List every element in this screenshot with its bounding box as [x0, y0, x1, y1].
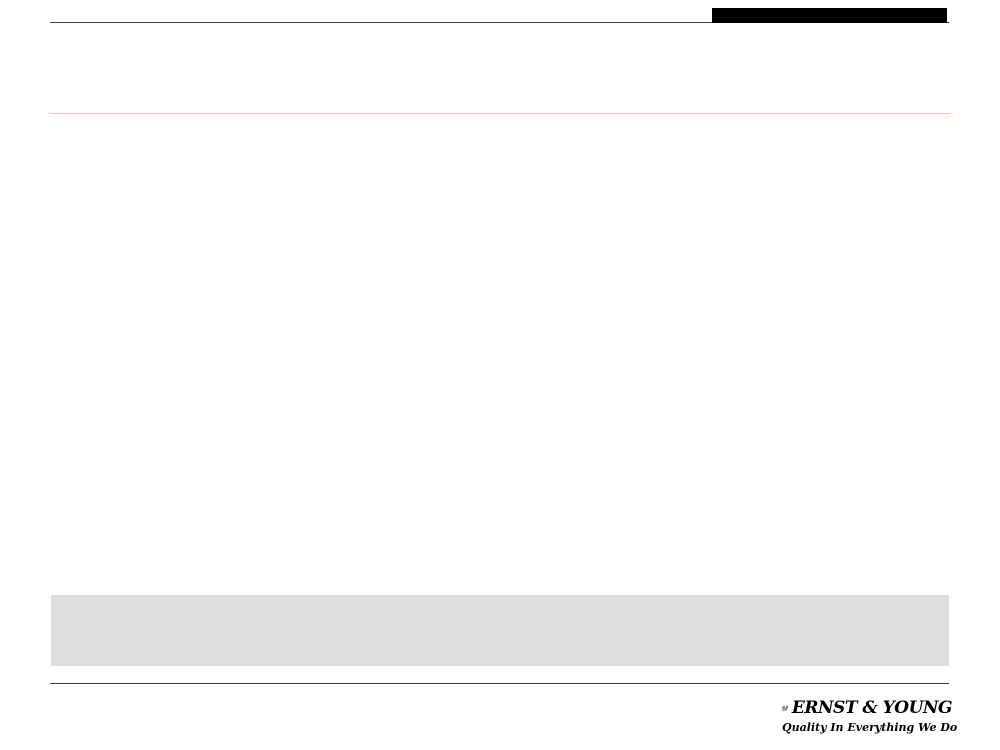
company-logo: ERNST & YOUNG Quality In Everything We D…: [782, 697, 958, 735]
title-underline: [50, 113, 950, 114]
logo-mark-icon: [782, 705, 788, 711]
header-tab: [712, 8, 947, 23]
slide-content-area: [50, 114, 950, 594]
footer-panel: [51, 595, 949, 666]
logo-tagline: Quality In Everything We Do: [782, 721, 958, 734]
header-rule: [50, 22, 949, 23]
footer-rule: [50, 683, 949, 684]
logo-wordmark: ERNST & YOUNG: [791, 698, 953, 718]
